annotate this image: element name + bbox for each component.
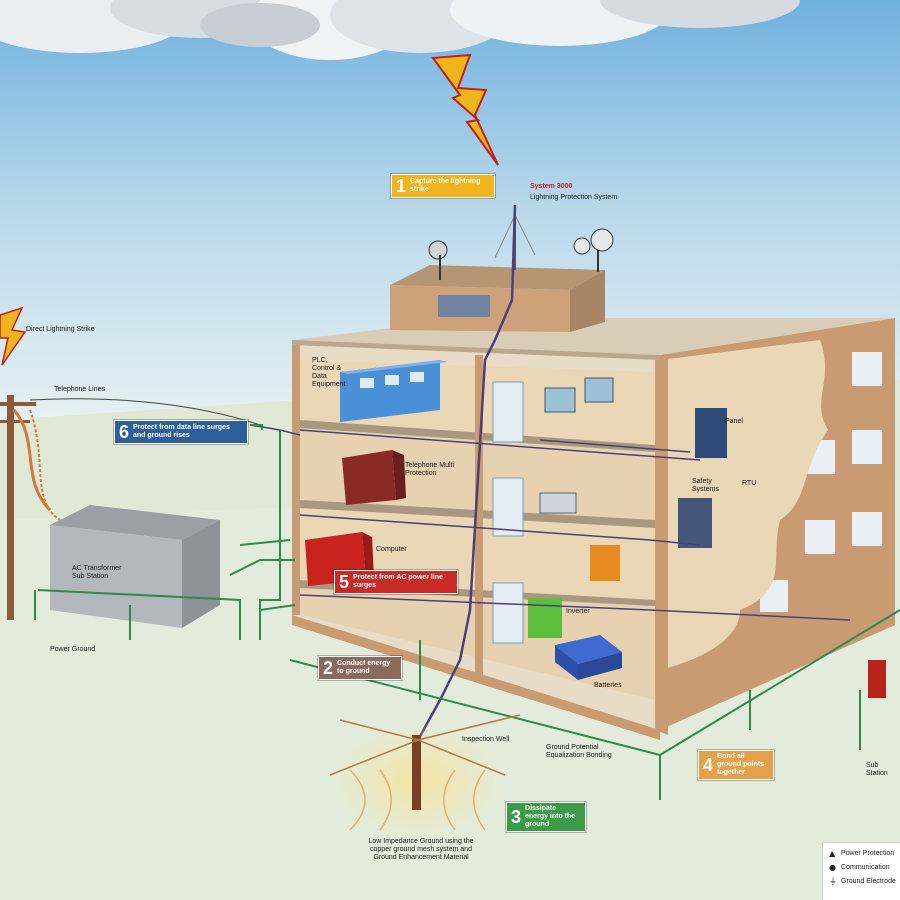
callout-number: 3 [511, 807, 522, 827]
telephone-lines-label: Telephone Lines [54, 386, 105, 393]
callout-text: Bond all ground points together [717, 753, 765, 776]
computer-equipment [539, 377, 614, 514]
inverter-label: Inverter [566, 608, 590, 615]
ground-grid [34, 424, 900, 800]
inverter-unit [528, 598, 562, 638]
callout-bond-ground: 4 Bond all ground points together [698, 750, 775, 780]
legend-item: ● Communication [829, 861, 900, 875]
sub-station-label: Sub Station [866, 762, 888, 777]
callout-number: 4 [703, 755, 714, 775]
callout-text: Protect from AC power line surges [353, 574, 443, 589]
callout-text: Capture the lightning strike [410, 178, 481, 193]
callout-conduct-energy: 2 Conduct energy to ground [318, 656, 403, 680]
callout-number: 1 [396, 176, 407, 196]
lightning-bolt-main [431, 53, 499, 166]
callout-number: 5 [339, 572, 350, 592]
rtu-label: RTU [742, 480, 757, 487]
callout-protect-data: 6 Protect from data line surges and grou… [114, 420, 249, 444]
plc-equipment-rack [340, 360, 448, 422]
server-cabinet [678, 408, 727, 548]
telephone-protection-box [342, 450, 406, 505]
ground-electrode [329, 714, 521, 831]
batteries-label: Batteries [594, 682, 622, 689]
safety-label: Safety Systems [692, 478, 719, 493]
callout-number: 6 [119, 422, 130, 442]
inspection-well-label: Inspection Well [462, 736, 510, 743]
antenna-dishes [428, 228, 614, 280]
ground-electrode-icon: ⏚ [829, 877, 837, 886]
utility-pole [0, 395, 61, 620]
storm-clouds [0, 0, 800, 60]
callout-protect-power: 5 Protect from AC power line surges [334, 570, 459, 594]
plc-label: PLC, Control & Data Equipment [312, 357, 346, 388]
legend: ▲ Power Protection ● Communication ⏚ Gro… [822, 842, 900, 900]
legend-text: Power Protection [841, 850, 895, 857]
callout-text: Protect from data line surges and ground… [133, 424, 230, 439]
transformer-label: AC Transformer Sub Station [72, 565, 122, 580]
communication-icon: ● [829, 863, 836, 872]
down-conductor [416, 204, 517, 741]
direct-strike-label: Direct Lightning Strike [26, 326, 95, 333]
callout-text: Dissipate energy into the ground [525, 805, 576, 828]
power-ground-label: Power Ground [50, 646, 96, 653]
callout-capture-strike: 1 Capture the lightning strike [391, 174, 496, 198]
system-subtitle-label: Lightning Protection System [530, 194, 618, 201]
telephone-multi-label: Telephone Multi Protection [405, 462, 455, 477]
orange-surge-box [590, 545, 620, 581]
callout-text: Conduct energy to ground [337, 660, 391, 675]
legend-text: Ground Electrode [841, 878, 896, 885]
computer-label: Computer [376, 546, 407, 553]
legend-item: ⏚ Ground Electrode [829, 875, 900, 889]
right-panel-box [868, 660, 886, 698]
legend-item: ▲ Power Protection [829, 847, 900, 861]
power-protection-icon: ▲ [829, 849, 836, 858]
callout-dissipate-energy: 3 Dissipate energy into the ground [506, 802, 587, 832]
battery-bank [555, 635, 622, 680]
system-title-label: System 3000 [530, 183, 573, 190]
lightning-bolt-left [0, 306, 27, 366]
panel-label: Panel [725, 418, 743, 425]
ac-transformer-substation [50, 505, 220, 628]
low-impedance-label: Low Impedance Ground using the copper gr… [368, 838, 474, 861]
signal-wiring [249, 424, 851, 621]
legend-text: Communication [841, 864, 890, 871]
callout-number: 2 [323, 658, 334, 678]
ground-bonding-label: Ground Potential Equalization Bonding [546, 744, 612, 759]
